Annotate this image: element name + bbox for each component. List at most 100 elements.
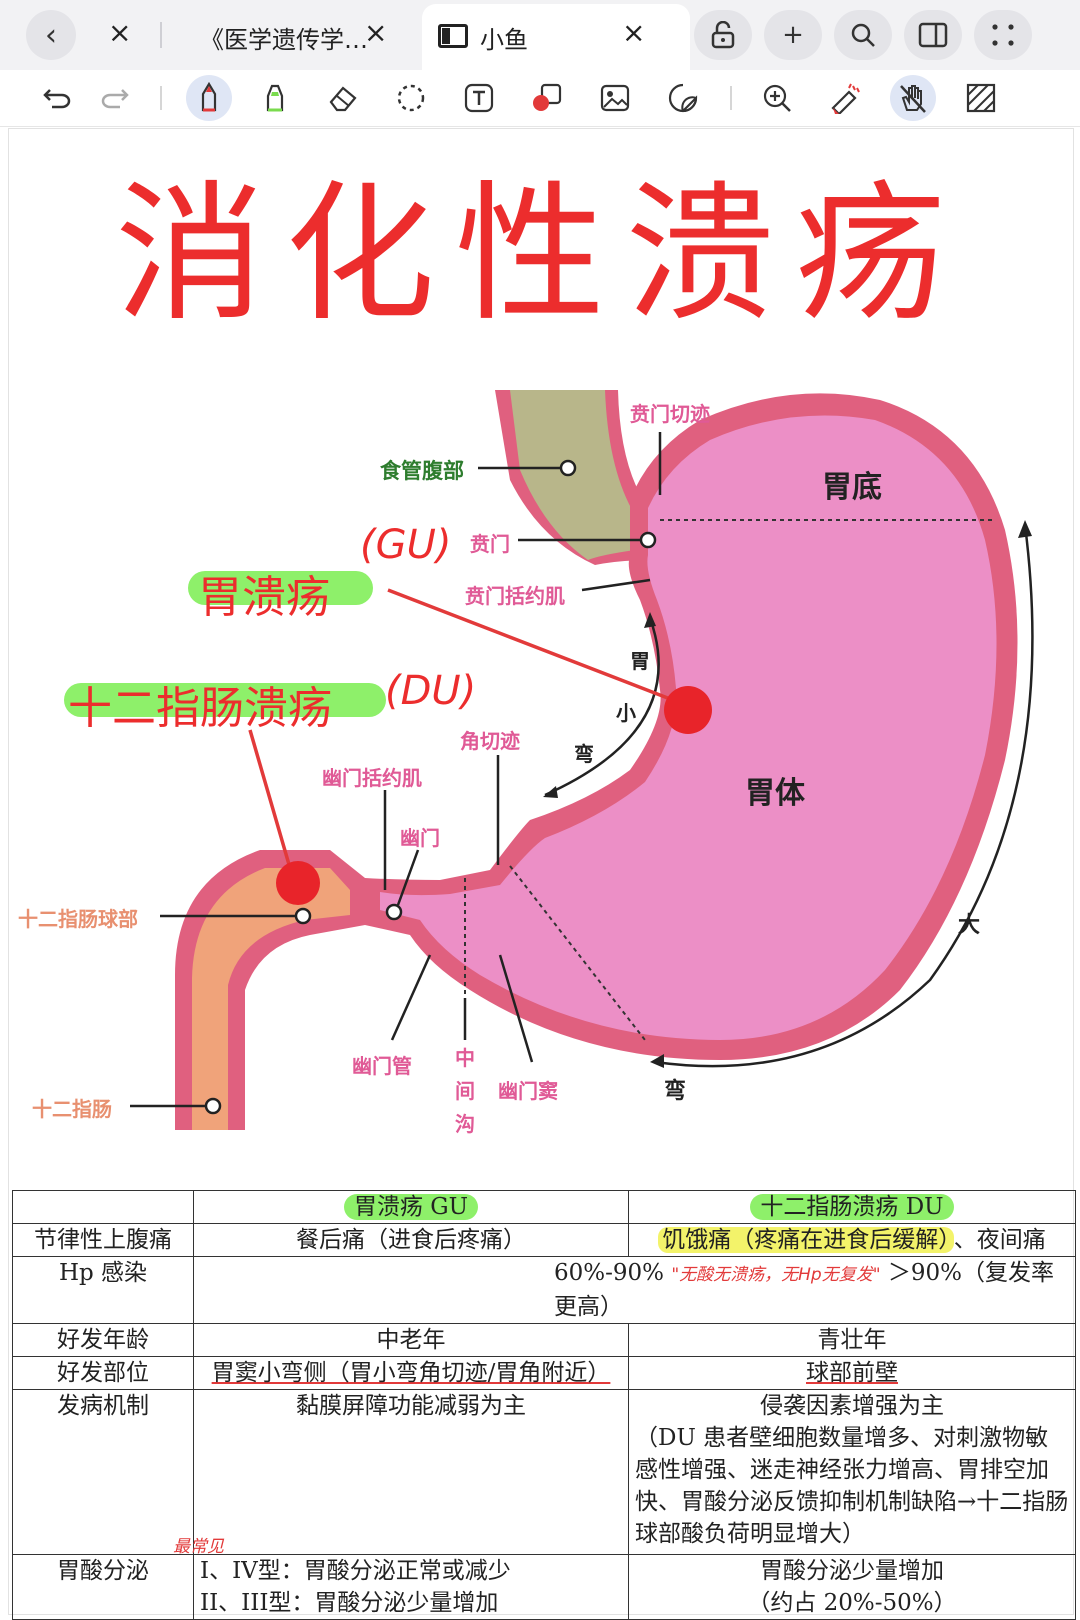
label-greater-curve-2: 弯 <box>664 1079 687 1104</box>
grid-dots-icon <box>992 24 1014 46</box>
label-cardiac-notch: 贲门切迹 <box>630 402 710 426</box>
search-button[interactable] <box>834 10 892 60</box>
row-label: 最常见胃酸分泌 <box>12 1537 224 1620</box>
arrow-head <box>1018 520 1032 538</box>
row-label: Hp 感染 <box>12 1256 194 1324</box>
handwritten-note: "无酸无溃疡，无Hp无复发" <box>671 1265 881 1285</box>
tab-title-2[interactable]: 小鱼 <box>480 26 528 54</box>
gu-text: II、III型：胃酸分泌少量增加 <box>200 1590 499 1616</box>
du-cell: 饥饿痛（疼痛在进食后缓解）、夜间痛 <box>628 1223 1076 1257</box>
new-tab-button[interactable]: + <box>764 10 822 60</box>
drawing-toolbar <box>0 70 1080 127</box>
more-button[interactable] <box>974 10 1032 60</box>
zoom-in-icon <box>763 84 791 112</box>
du-pointer-line <box>248 729 292 869</box>
label-lesser-curve-1: 胃 <box>630 649 650 673</box>
table-row: Hp 感染 60%-90% "无酸无溃疡，无Hp无复发" ＞90%（复发率更高） <box>12 1256 1076 1324</box>
zoom-tool-button[interactable] <box>754 75 800 121</box>
arrow-head <box>543 786 558 798</box>
hand-off-icon <box>900 85 926 113</box>
label-body: 胃体 <box>745 776 805 811</box>
duodenum-lumen <box>192 868 350 1130</box>
leader-line <box>581 578 651 592</box>
gu-ulcer-dot <box>664 686 712 734</box>
gu-annotation: 胃溃疡 <box>198 572 330 623</box>
label-intermediate-groove-1: 中 <box>455 1046 475 1070</box>
eraser-tool-button[interactable] <box>320 75 366 121</box>
du-highlight-text: 饥饿痛（疼痛在进食后缓解） <box>658 1227 954 1253</box>
redo-button[interactable] <box>92 75 138 121</box>
sidebar-toggle-button[interactable] <box>904 10 962 60</box>
du-text: （约占 20%-50%） <box>747 1590 957 1616</box>
label-cardiac-sphincter: 贲门括约肌 <box>465 584 565 608</box>
label-intermediate-groove-2: 间 <box>455 1079 475 1103</box>
du-text: 胃酸分泌少量增加 <box>760 1558 944 1584</box>
label-pyloric-sphincter: 幽门括约肌 <box>322 766 422 790</box>
leader-line <box>498 954 534 1063</box>
arrow-head <box>644 612 656 628</box>
label-intermediate-groove-3: 沟 <box>455 1112 475 1136</box>
gu-pointer-line <box>387 588 679 704</box>
hatch-icon <box>966 83 996 113</box>
image-icon <box>600 84 630 112</box>
du-highlight <box>64 683 386 717</box>
table-row: 好发年龄 中老年 青壮年 <box>12 1323 1076 1357</box>
close-tab-button[interactable]: × <box>364 16 388 49</box>
row-label: 好发部位 <box>12 1356 194 1390</box>
shape-tool-button[interactable] <box>524 75 570 121</box>
text-tool-button[interactable] <box>456 75 502 121</box>
tab-title-1[interactable]: 《医学遗传学… <box>200 26 368 54</box>
text-box-icon <box>464 83 494 113</box>
gu-cell: 胃窦小弯侧（胃小弯角切迹/胃角附近） <box>193 1356 629 1390</box>
eraser-icon <box>329 86 357 112</box>
shapes-icon <box>533 83 562 111</box>
page-background-button[interactable] <box>958 75 1004 121</box>
hand-mode-button[interactable] <box>890 75 936 121</box>
marker-duodenum <box>204 1097 222 1115</box>
greater-curvature-arrow <box>654 524 1034 1068</box>
toolbar-divider <box>730 86 732 110</box>
gu-cell: 中老年 <box>193 1323 629 1357</box>
du-detail: （DU 患者壁细胞数量增多、对刺激物敏感性增强、迷走神经张力增高、胃排空加快、胃… <box>635 1425 1069 1547</box>
table-header-row: 胃溃疡 GU 十二指肠溃疡 DU <box>12 1190 1076 1224</box>
label-greater-curve-1: 大 <box>958 913 981 938</box>
pen-tool-button[interactable] <box>186 75 232 121</box>
sidebar-icon <box>918 22 948 48</box>
reader-icon <box>438 24 468 48</box>
du-ulcer-dot <box>276 861 320 905</box>
laser-pointer-icon <box>831 83 860 114</box>
du-annotation: 十二指肠溃疡 <box>68 683 332 734</box>
back-button[interactable]: ‹ <box>26 10 76 60</box>
du-header: 十二指肠溃疡 DU <box>750 1194 954 1220</box>
label-pylorus: 幽门 <box>400 826 440 850</box>
highlighter-tool-button[interactable] <box>252 75 298 121</box>
lock-open-icon <box>711 21 735 49</box>
du-code-annotation: (DU) <box>385 668 477 714</box>
du-cell: 胃酸分泌少量增加 （约占 20%-50%） <box>628 1554 1076 1620</box>
sticker-tool-button[interactable] <box>660 75 706 121</box>
lasso-icon <box>397 84 425 112</box>
leader-line <box>396 849 420 906</box>
gu-text: 60%-90% <box>554 1260 665 1286</box>
lasso-tool-button[interactable] <box>388 75 434 121</box>
undo-icon <box>43 89 71 109</box>
label-cardia: 贲门 <box>470 532 510 556</box>
table-header-cell: 胃溃疡 GU <box>193 1190 629 1224</box>
marker-esophagus <box>559 459 577 477</box>
label-fundus: 胃底 <box>822 470 882 505</box>
note-title: 消化性溃疡 <box>114 168 965 342</box>
laser-pointer-button[interactable] <box>822 75 868 121</box>
close-tab-button[interactable]: × <box>108 16 132 49</box>
handwritten-note: 最常见 <box>173 1537 224 1557</box>
chevron-left-icon: ‹ <box>45 17 57 53</box>
row-label-text: 胃酸分泌 <box>57 1558 149 1584</box>
du-text: 侵袭因素增强为主 <box>760 1393 944 1419</box>
highlighter-icon <box>266 84 284 112</box>
du-text: ＞90%（复发率更高） <box>554 1260 1054 1320</box>
unlock-button[interactable] <box>694 10 752 60</box>
label-duodenal-bulb: 十二指肠球部 <box>18 907 138 931</box>
undo-button[interactable] <box>34 75 80 121</box>
image-tool-button[interactable] <box>592 75 638 121</box>
close-tab-button[interactable]: × <box>622 16 646 49</box>
